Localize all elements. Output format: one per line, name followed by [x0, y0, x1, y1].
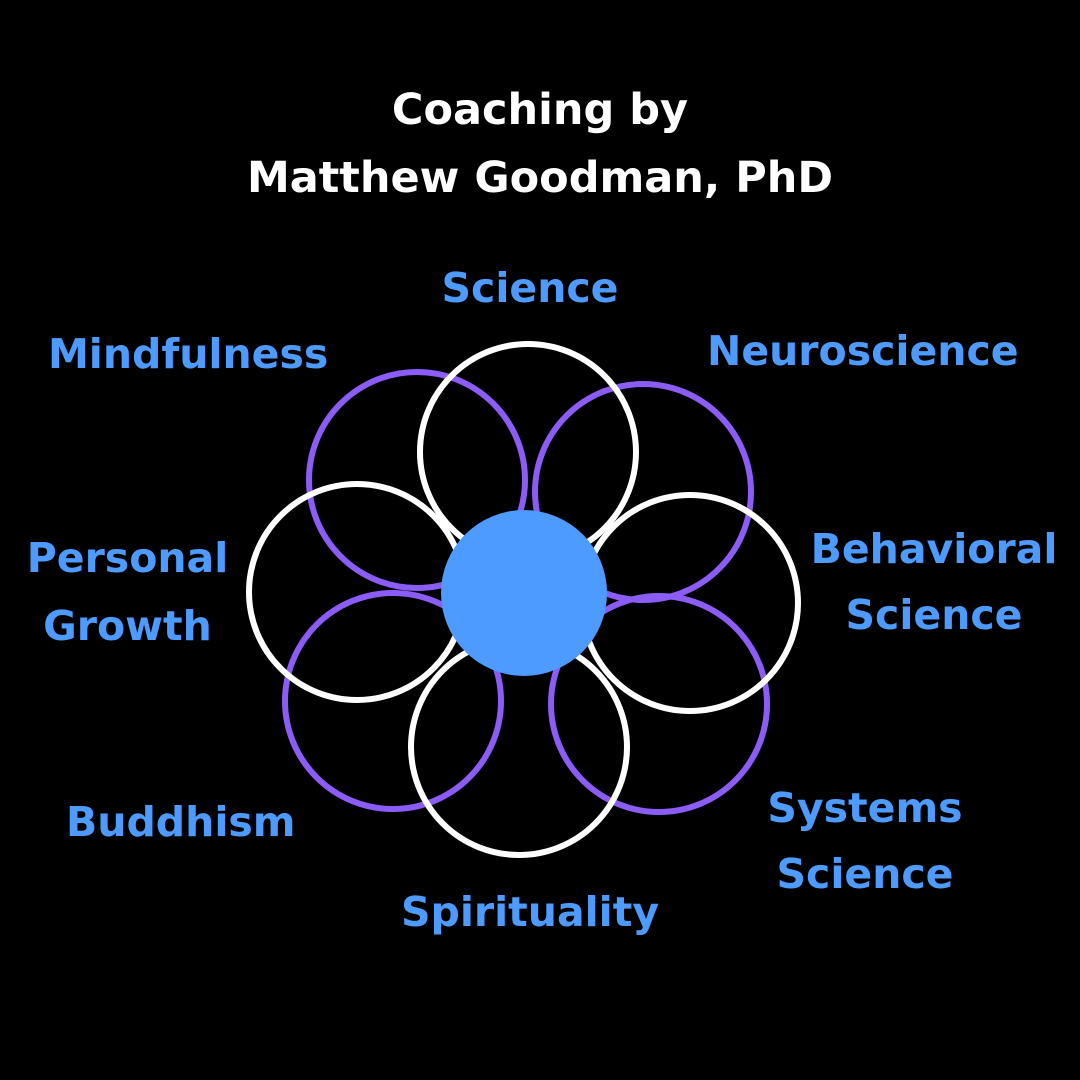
label-behavioral-science-line-1: Behavioral — [810, 525, 1058, 573]
label-systems-science-line-1: Systems — [767, 784, 963, 832]
label-spirituality: Spirituality — [400, 888, 660, 936]
petal-ring-buddhism — [282, 590, 504, 812]
label-personal-growth-line-1: Personal — [26, 534, 229, 582]
petal-ring-personal-growth — [246, 481, 468, 703]
petal-ring-mindfulness — [306, 369, 528, 591]
label-mindfulness: Mindfulness — [48, 330, 329, 378]
center-circle — [441, 510, 607, 676]
title-line-1: Coaching by — [391, 85, 689, 135]
petal-ring-systems-science — [548, 593, 770, 815]
label-personal-growth-line-2: Growth — [43, 602, 212, 650]
label-neuroscience: Neuroscience — [707, 327, 1019, 375]
label-behavioral-science-line-2: Science — [845, 591, 1023, 639]
title-line-2: Matthew Goodman, PhD — [246, 153, 834, 203]
label-systems-science-line-2: Science — [776, 850, 954, 898]
label-buddhism: Buddhism — [66, 798, 296, 846]
label-science: Science — [441, 264, 619, 312]
